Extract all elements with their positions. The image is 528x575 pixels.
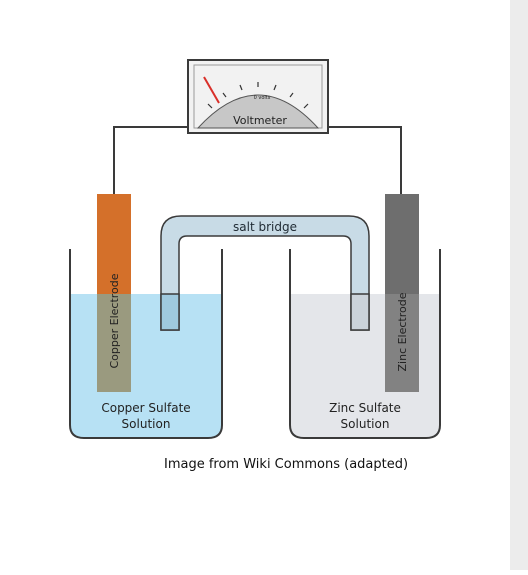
voltmeter: 0 volts Voltmeter bbox=[187, 59, 329, 134]
voltmeter-needle bbox=[203, 76, 220, 104]
zinc-solution-label-line2: Solution bbox=[341, 417, 390, 431]
copper-solution-label-line1: Copper Sulfate bbox=[101, 401, 190, 415]
right-beaker bbox=[289, 249, 441, 439]
zinc-solution-label-line1: Zinc Sulfate bbox=[329, 401, 401, 415]
zinc-electrode-top bbox=[385, 194, 419, 294]
salt-bridge-left-leg-submerged bbox=[160, 293, 180, 331]
zinc-electrode-submerged bbox=[385, 294, 419, 392]
salt-bridge-label: salt bridge bbox=[233, 220, 297, 234]
copper-electrode-top bbox=[97, 194, 131, 294]
left-wire bbox=[113, 126, 188, 194]
voltmeter-dial bbox=[196, 94, 320, 129]
voltmeter-label: Voltmeter bbox=[233, 114, 287, 127]
copper-electrode-label: Copper Electrode bbox=[108, 273, 121, 368]
copper-solution-label-line2: Solution bbox=[122, 417, 171, 431]
salt-bridge-right-leg-submerged bbox=[350, 293, 370, 331]
left-beaker bbox=[69, 249, 223, 439]
image-caption: Image from Wiki Commons (adapted) bbox=[164, 457, 409, 472]
voltmeter-ticks bbox=[207, 82, 309, 109]
voltmeter-scale-label: 0 volts bbox=[254, 95, 271, 101]
right-edge-strip bbox=[510, 0, 528, 570]
copper-electrode-submerged bbox=[97, 294, 131, 392]
zinc-electrode-label: Zinc Electrode bbox=[396, 292, 409, 371]
right-wire bbox=[328, 126, 402, 194]
